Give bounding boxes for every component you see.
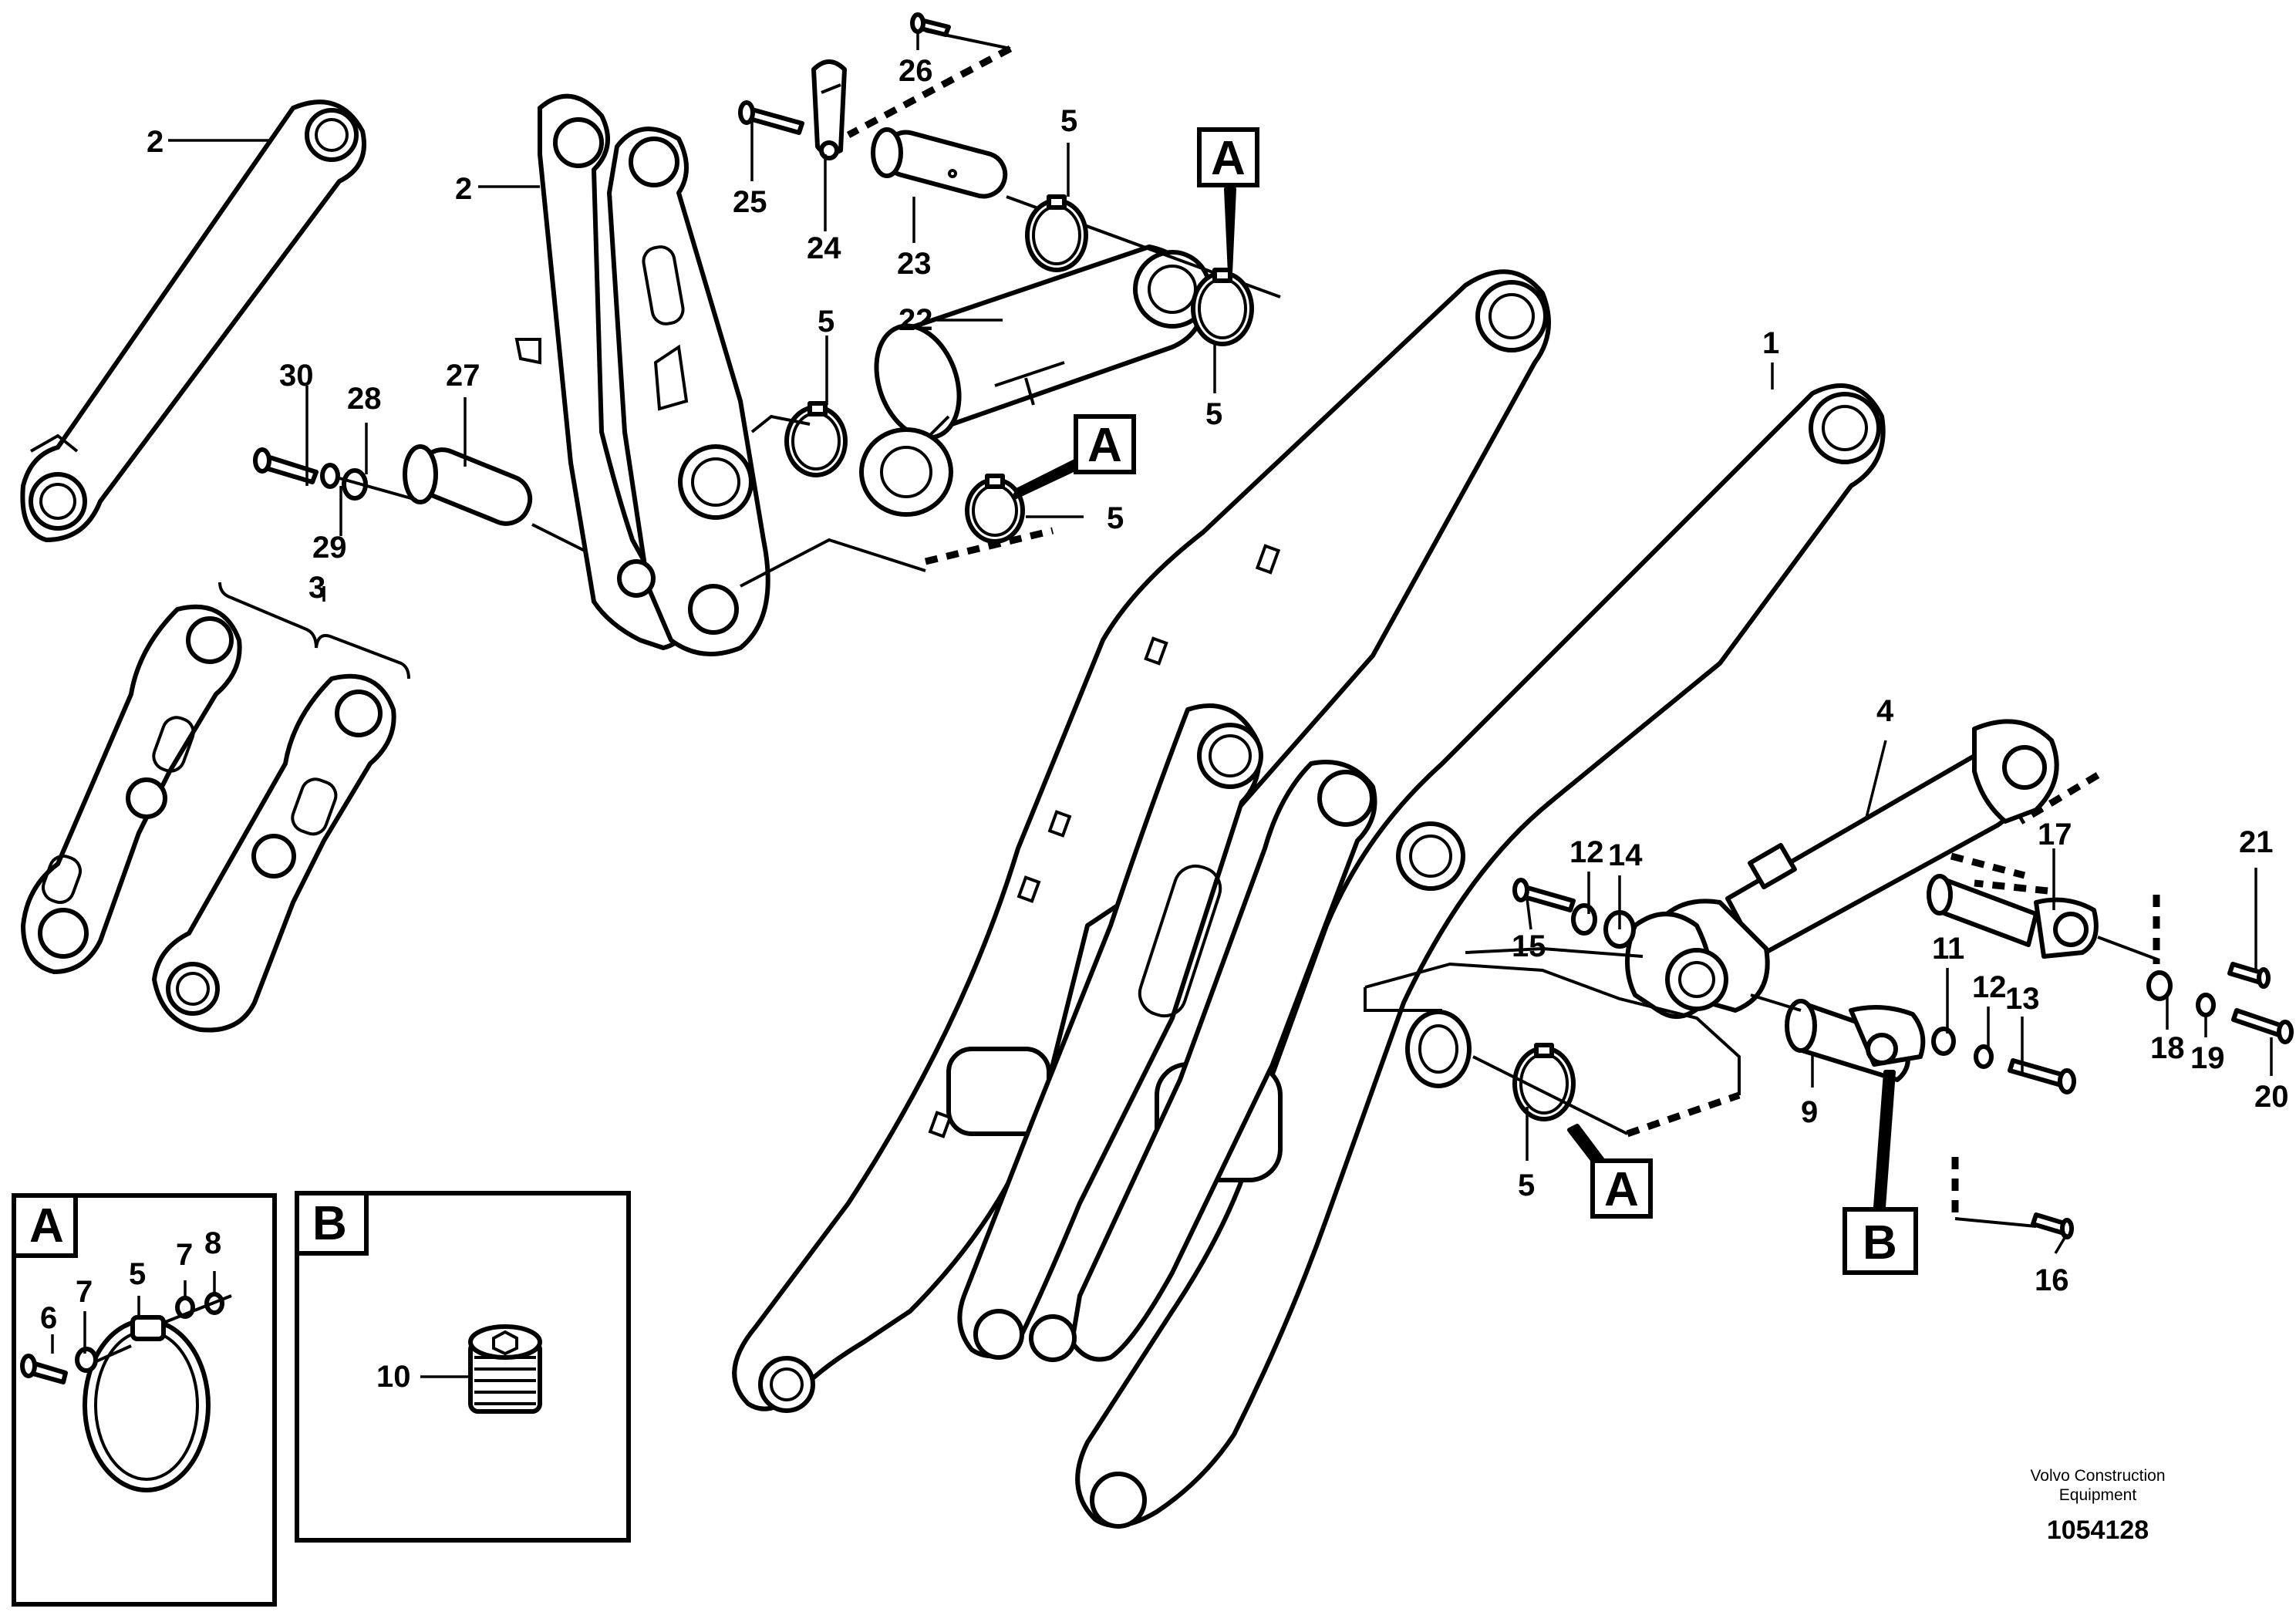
svg-text:A: A [1087, 419, 1122, 472]
snap-ring-5-right-lower [1512, 1043, 1576, 1121]
label-part-4: 4 [1876, 694, 1894, 728]
washer-12-right [1974, 1044, 1994, 1069]
callout-box-a-middle: A [1074, 414, 1136, 474]
snap-ring-5-upper [1025, 194, 1088, 272]
label-part-27: 27 [446, 359, 480, 393]
svg-text:A: A [29, 1199, 64, 1253]
label-part-2-left: 2 [147, 125, 164, 159]
label-detail-a-6: 6 [40, 1301, 57, 1335]
callout-box-a-bottom: A [1590, 1158, 1653, 1219]
cylinder-22 [859, 244, 1212, 517]
callout-box-b: B [1843, 1207, 1918, 1275]
bolt-30 [253, 447, 417, 501]
label-part-25: 25 [733, 185, 767, 219]
label-detail-b-10: 10 [376, 1360, 411, 1394]
label-part-9: 9 [1801, 1095, 1818, 1129]
cylinder-4 [1625, 719, 2059, 1019]
dashed-connectors-lower [1364, 772, 2160, 1228]
label-part-5-lower: 5 [1107, 501, 1124, 535]
footer-brand: Volvo Construction Equipment 1054128 [2030, 1467, 2165, 1545]
label-part-11: 11 [1932, 932, 1964, 966]
snap-ring-5-right [1191, 268, 1254, 346]
link-pair-3 [21, 582, 410, 1033]
label-part-22: 22 [899, 303, 933, 337]
label-part-23: 23 [897, 247, 932, 281]
label-part-1: 1 [1762, 326, 1779, 360]
washer-19 [2196, 993, 2216, 1017]
brand-line-2: Equipment [2059, 1486, 2137, 1504]
label-detail-a-7-right: 7 [176, 1238, 193, 1272]
bolt-20 [2231, 1008, 2294, 1044]
label-detail-a-7-left: 7 [76, 1275, 93, 1309]
snap-ring-5-mid [784, 401, 848, 477]
label-part-5-bottom: 5 [1518, 1168, 1535, 1202]
plug-10 [468, 1324, 542, 1414]
label-part-30: 30 [279, 359, 314, 393]
label-part-16: 16 [2035, 1263, 2069, 1297]
bolt-25 [738, 100, 804, 135]
label-part-29: 29 [312, 531, 347, 565]
label-part-19: 19 [2190, 1041, 2225, 1075]
pin-17 [1927, 874, 2160, 962]
label-part-5-mid: 5 [818, 305, 834, 339]
label-part-3: 3 [308, 571, 325, 605]
washer-12-left [1571, 903, 1597, 936]
part-labels: 2 2 30 28 27 29 3 26 25 24 23 5 5 5 5 22… [147, 54, 2289, 1297]
washer-29 [320, 463, 340, 489]
label-detail-a-8: 8 [204, 1226, 221, 1260]
upper-link-2 [514, 93, 770, 656]
inner-linkage [957, 703, 1465, 1362]
pin-27 [403, 444, 587, 553]
drawing-number: 1054128 [2047, 1516, 2149, 1545]
grease-nipple-16 [2031, 1212, 2074, 1239]
detail-box-a: A 6 7 5 7 8 [12, 1193, 277, 1607]
leader-lines [168, 31, 2273, 1254]
label-part-28: 28 [347, 382, 382, 416]
pin-9 [1750, 993, 1926, 1082]
svg-text:B: B [312, 1197, 347, 1250]
label-part-13: 13 [2005, 982, 2040, 1016]
label-part-20: 20 [2254, 1080, 2289, 1114]
label-part-15: 15 [1512, 929, 1546, 963]
svg-text:B: B [1863, 1216, 1897, 1270]
callout-box-a-top: A [1197, 127, 1259, 187]
washer-11 [1931, 1027, 1956, 1056]
label-part-5-right: 5 [1205, 397, 1222, 431]
label-part-18: 18 [2150, 1031, 2185, 1065]
brand-line-1: Volvo Construction [2030, 1467, 2165, 1485]
svg-text:A: A [1211, 132, 1246, 185]
washer-18 [2146, 970, 2173, 1001]
label-part-14: 14 [1608, 838, 1643, 872]
label-part-24: 24 [807, 231, 841, 265]
label-part-12-right: 12 [1972, 970, 2007, 1004]
boom-markers [928, 544, 1281, 1138]
label-part-5-top: 5 [1060, 104, 1077, 138]
label-part-26: 26 [899, 54, 933, 88]
plate-24 [811, 59, 847, 160]
grease-nipple-21 [2227, 962, 2271, 989]
label-part-2-upper: 2 [455, 172, 472, 206]
boom-bushing [1405, 1010, 1472, 1088]
snap-ring-5-lower [965, 474, 1025, 544]
svg-text:A: A [1604, 1163, 1639, 1216]
bolt-13 [2008, 1058, 2076, 1094]
dashed-connectors-upper [740, 29, 1054, 588]
bolt-15 [1512, 878, 1576, 912]
label-part-17: 17 [2038, 818, 2072, 851]
detail-box-b: B 10 [295, 1191, 631, 1543]
label-part-21: 21 [2239, 825, 2274, 859]
label-part-12-left: 12 [1569, 835, 1604, 869]
label-detail-a-5: 5 [129, 1257, 146, 1291]
link-rod-2 [20, 99, 366, 542]
